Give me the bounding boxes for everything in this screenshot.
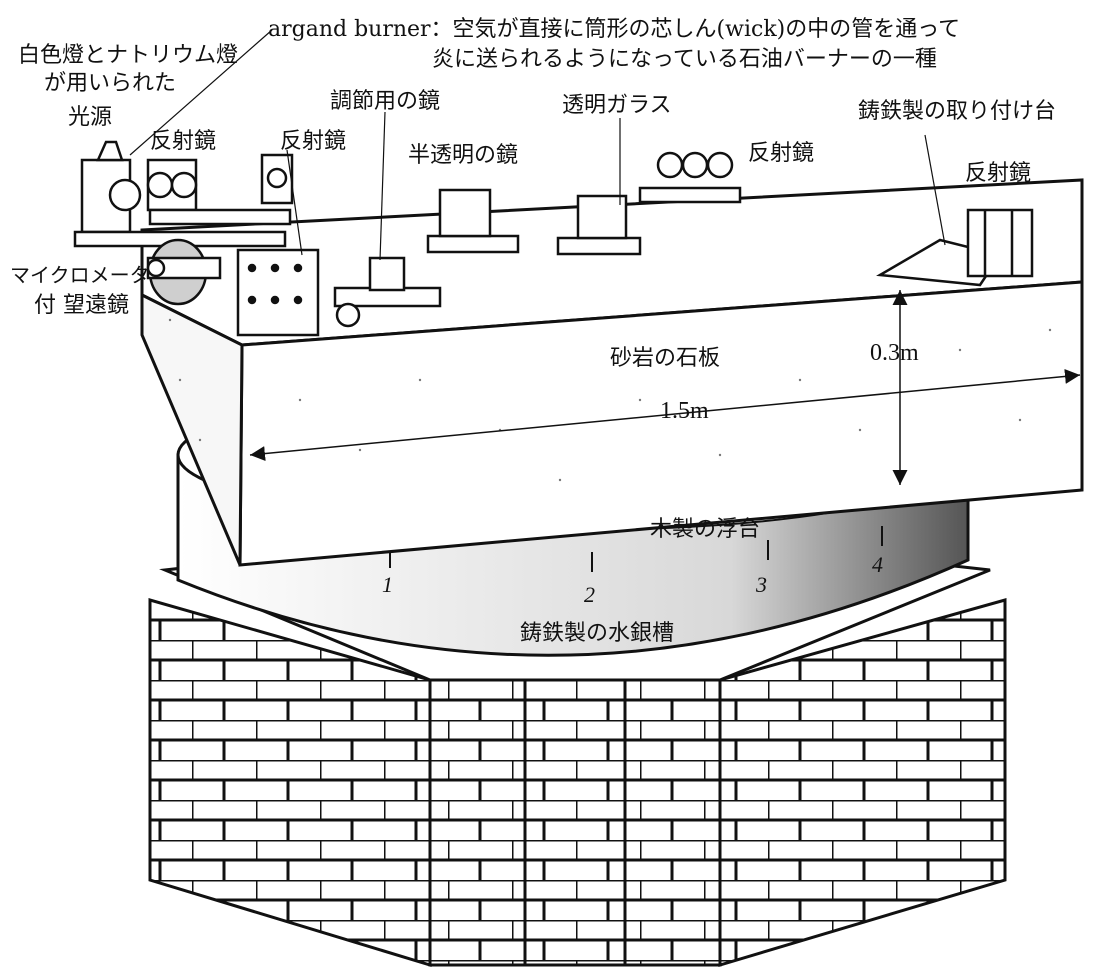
mirror-label-3: 反射鏡 <box>748 141 814 166</box>
slab-left-face <box>140 292 244 566</box>
adjustable-mirror <box>333 256 442 328</box>
light-source-label: 光源 <box>68 105 112 130</box>
clear-glass-label: 透明ガラス <box>562 93 672 118</box>
mirror-near-source <box>146 158 292 226</box>
argand-note-line-2: 炎に送られるようになっている石油バーナーの一種 <box>432 47 937 72</box>
width-dimension-label: 1.5m <box>660 398 709 424</box>
mirror-label-1: 反射鏡 <box>150 129 216 154</box>
half-mirror-label: 半透明の鏡 <box>408 143 518 168</box>
float-label: 木製の浮台 <box>650 517 760 542</box>
compensator-glass <box>556 194 642 256</box>
trough-label: 鋳鉄製の水銀槽 <box>520 621 674 646</box>
brick-pier-right-face <box>718 598 1007 968</box>
micrometer-label-line-2: 付 望遠鏡 <box>34 293 129 318</box>
cast-iron-mount <box>876 208 1034 287</box>
argand-note-line-1: argand burner：空気が直接に筒形の芯しん(wick)の中の管を通って <box>268 17 960 42</box>
micrometer-label-line-1: マイクロメータ <box>10 263 150 287</box>
mirror-far-group <box>638 151 742 204</box>
mirror-second <box>260 153 294 205</box>
mirror-block-front <box>236 248 320 337</box>
optics <box>73 140 1034 337</box>
mirror-label-4: 反射鏡 <box>965 161 1031 186</box>
brick-pier-front-face <box>428 678 722 967</box>
scale-label-3: 3 <box>755 572 767 597</box>
width-dimension-line <box>249 368 1081 462</box>
scale-label-2: 2 <box>584 582 595 607</box>
lamp-note-line-2: が用いられた <box>44 71 176 96</box>
mount-label: 鋳鉄製の取り付け台 <box>858 99 1056 124</box>
half-silvered-mirror <box>426 188 520 254</box>
adjust-mirror-label: 調節用の鏡 <box>330 89 440 114</box>
labels: argand burner：空気が直接に筒形の芯しん(wick)の中の管を通って… <box>10 17 1056 646</box>
leader-lines <box>129 29 946 261</box>
micrometer-telescope <box>146 238 222 306</box>
scale-label-4: 4 <box>872 552 883 577</box>
lamp-note-line-1: 白色燈とナトリウム燈 <box>18 43 238 68</box>
mirror-label-2: 反射鏡 <box>280 129 346 154</box>
slab-label: 砂岩の石板 <box>610 346 720 371</box>
height-dimension-label: 0.3m <box>870 340 919 366</box>
scale-label-1: 1 <box>382 572 393 597</box>
